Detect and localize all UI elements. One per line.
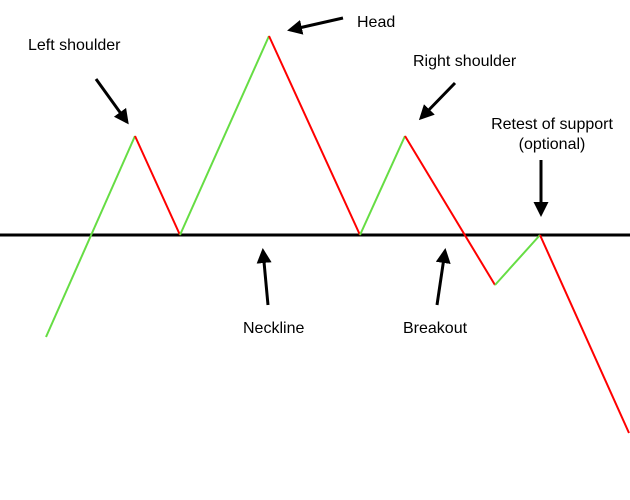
arrow-neckline-icon bbox=[256, 248, 272, 306]
price-path bbox=[45, 35, 630, 434]
label-neckline: Neckline bbox=[243, 320, 304, 337]
segment-fall-head bbox=[268, 35, 361, 236]
arrow-breakout-icon bbox=[435, 248, 451, 306]
segment-rise-left-shoulder bbox=[45, 135, 136, 338]
label-left-shoulder: Left shoulder bbox=[28, 37, 121, 54]
arrow-head-icon bbox=[287, 16, 344, 35]
label-right-shoulder: Right shoulder bbox=[413, 53, 517, 70]
segment-fall-final bbox=[539, 234, 630, 434]
segment-fall-left-shoulder bbox=[134, 135, 181, 236]
segment-fall-breakout bbox=[404, 135, 496, 286]
segment-rise-retest bbox=[494, 234, 541, 286]
label-head: Head bbox=[357, 14, 395, 31]
arrows bbox=[94, 16, 549, 306]
label-retest-line1: Retest of support bbox=[491, 116, 613, 133]
label-retest-line2: (optional) bbox=[519, 136, 586, 153]
arrow-right-shoulder-icon bbox=[418, 81, 457, 121]
segment-rise-head bbox=[179, 35, 270, 236]
label-breakout: Breakout bbox=[403, 320, 468, 337]
arrow-left-shoulder-icon bbox=[94, 78, 129, 125]
segment-rise-right-shoulder bbox=[359, 135, 406, 236]
